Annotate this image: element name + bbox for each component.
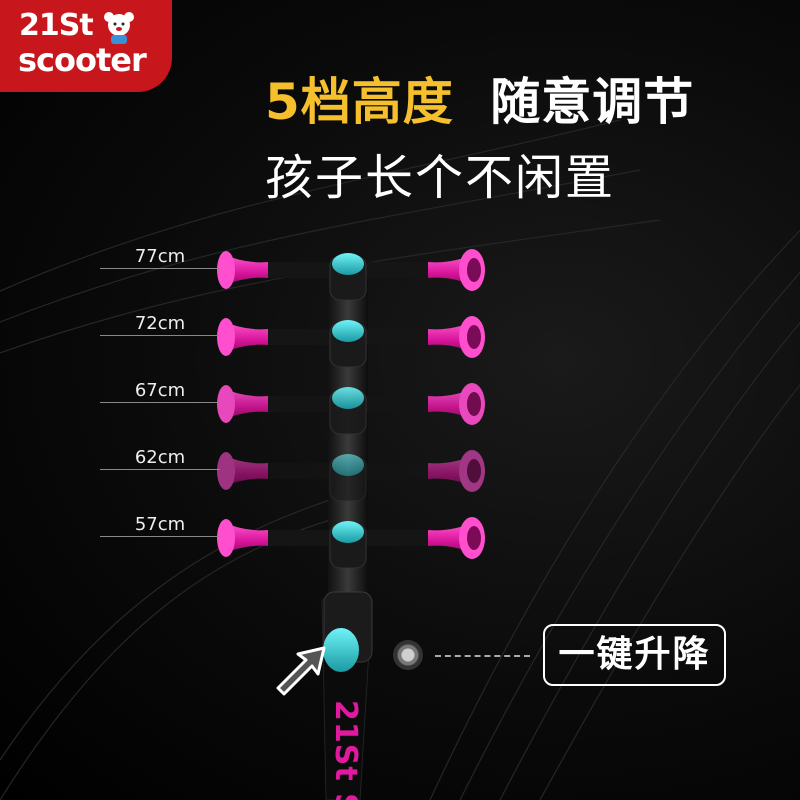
subheadline: 孩子长个不闲置 [265, 150, 616, 206]
callout-leader-line [435, 655, 530, 657]
pointer-arrow-icon [276, 646, 326, 696]
brand-name-line2: scooter [18, 41, 147, 79]
brand-name-line1: 21St [19, 8, 94, 43]
callout-dot-icon [393, 640, 423, 670]
height-label: 72cm [134, 313, 186, 334]
handlebar-position-67cm [217, 383, 485, 435]
headline-accent: 5档高度 [265, 73, 454, 131]
headline-rest: 随意调节 [490, 73, 695, 131]
release-button [323, 628, 359, 672]
height-guide-line [100, 402, 220, 403]
handlebar-position-57cm [217, 517, 485, 569]
height-label: 57cm [134, 514, 186, 535]
headline: 5档高度 随意调节 [265, 62, 694, 134]
height-label: 67cm [134, 380, 186, 401]
height-label: 62cm [134, 447, 186, 468]
handlebar-position-62cm [217, 450, 485, 502]
height-guide-line [100, 536, 220, 537]
handlebar-position-72cm [217, 316, 485, 368]
height-guide-line [100, 335, 220, 336]
handlebar-position-77cm [217, 249, 485, 301]
height-guide-line [100, 268, 220, 269]
height-guide-line [100, 469, 220, 470]
height-label: 77cm [134, 246, 186, 267]
bear-mascot-icon [104, 12, 134, 44]
callout-label: 一键升降 [543, 624, 726, 686]
brand-logo: 21St scooter [0, 0, 172, 92]
stem-brand-text: 21St Sc [328, 700, 363, 800]
